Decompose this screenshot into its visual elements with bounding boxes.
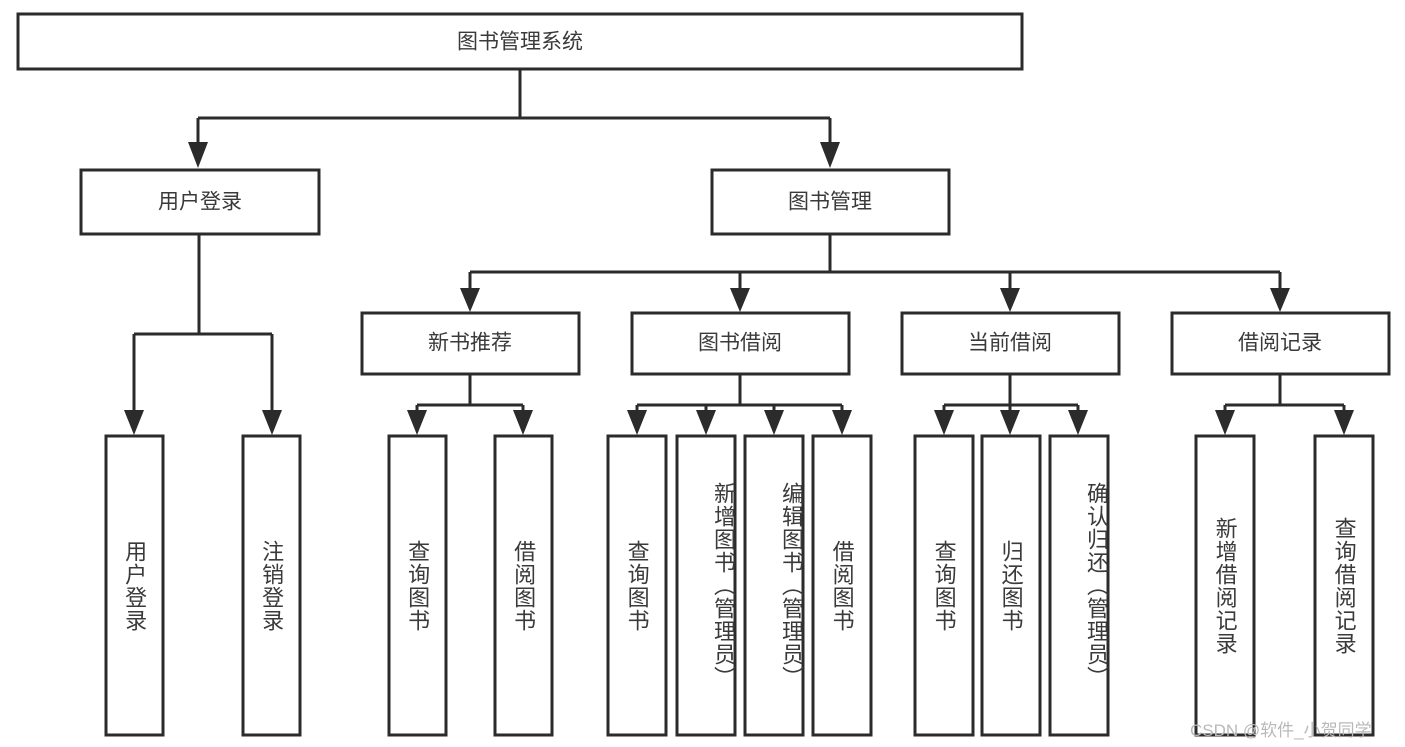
leaf-box-query-book-3[interactable] bbox=[913, 434, 975, 737]
leaf-box-add-record[interactable] bbox=[1194, 434, 1256, 737]
connector-bookmanage-to-level3 bbox=[460, 235, 1290, 312]
node-root-label: 图书管理系统 bbox=[457, 31, 583, 54]
connector-newbook-to-leaves bbox=[407, 374, 533, 435]
node-current-borrow-label: 当前借阅 bbox=[968, 332, 1052, 355]
connector-currentborrow-to-leaves bbox=[934, 374, 1088, 435]
node-root[interactable]: 图书管理系统 bbox=[16, 12, 1024, 71]
leaf-box-query-book-2[interactable] bbox=[606, 434, 668, 737]
leaf-box-user-logout[interactable] bbox=[241, 434, 302, 737]
connector-borrowrecord-to-leaves bbox=[1215, 374, 1354, 435]
node-user-login[interactable]: 用户登录 bbox=[79, 168, 321, 236]
connector-bookborrow-to-leaves bbox=[627, 374, 852, 435]
node-book-borrow[interactable]: 图书借阅 bbox=[630, 311, 851, 376]
leaf-box-confirm-return[interactable] bbox=[1048, 434, 1110, 737]
leaf-box-return-book[interactable] bbox=[980, 434, 1042, 737]
leaf-box-edit-book[interactable] bbox=[743, 434, 805, 737]
node-new-book-recommend[interactable]: 新书推荐 bbox=[360, 311, 581, 376]
leaf-box-query-record[interactable] bbox=[1313, 434, 1375, 737]
leaf-box-borrow-book-2[interactable] bbox=[811, 434, 873, 737]
node-user-login-label: 用户登录 bbox=[158, 191, 242, 214]
node-book-manage-label: 图书管理 bbox=[788, 191, 872, 214]
node-borrow-record-label: 借阅记录 bbox=[1238, 332, 1322, 355]
csdn-watermark: CSDN @软件_小贺同学 bbox=[1190, 721, 1372, 740]
connector-userlogin-to-leaves bbox=[124, 234, 282, 435]
node-current-borrow[interactable]: 当前借阅 bbox=[900, 311, 1121, 376]
leaf-box-add-book[interactable] bbox=[675, 434, 737, 737]
leaf-boxes bbox=[104, 434, 1375, 737]
node-new-book-recommend-label: 新书推荐 bbox=[428, 332, 512, 355]
leaf-box-user-login[interactable] bbox=[104, 434, 165, 737]
node-borrow-record[interactable]: 借阅记录 bbox=[1170, 311, 1391, 376]
leaf-box-borrow-book-1[interactable] bbox=[493, 434, 554, 737]
node-book-manage[interactable]: 图书管理 bbox=[710, 168, 951, 236]
node-book-borrow-label: 图书借阅 bbox=[698, 332, 782, 355]
leaf-box-query-book-1[interactable] bbox=[387, 434, 448, 737]
connector-root-to-level2 bbox=[188, 70, 840, 168]
